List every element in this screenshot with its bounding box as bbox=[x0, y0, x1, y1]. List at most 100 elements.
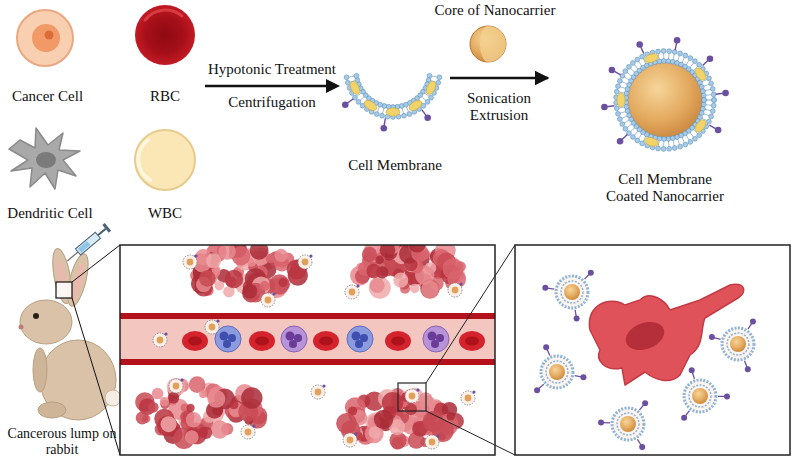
dendritic-cell-icon-part bbox=[9, 128, 80, 189]
cancer-cell-icon-part bbox=[45, 31, 54, 40]
cell-membrane-icon-part bbox=[362, 98, 378, 112]
tissue-panel-part-part-part bbox=[370, 278, 385, 293]
tissue-panel-part-part-part bbox=[225, 270, 243, 288]
tissue-panel-part-part bbox=[286, 332, 295, 341]
coated-nanocarrier-icon-part bbox=[707, 119, 712, 124]
cell-membrane-icon-part bbox=[432, 76, 438, 78]
zoom-panel-part-part-part bbox=[556, 276, 588, 308]
zoom-panel-part-part bbox=[534, 270, 756, 450]
coated-nanocarrier-icon-part bbox=[634, 64, 638, 69]
tissue-panel-part-part bbox=[459, 331, 485, 351]
rbc-icon-part bbox=[145, 10, 182, 20]
tissue-panel-part-part bbox=[465, 337, 479, 346]
coated-nanocarrier-icon-part bbox=[693, 118, 708, 134]
coated-nanocarrier-icon-part bbox=[701, 102, 706, 107]
core-stage: Core of Nanocarrier bbox=[425, 2, 565, 68]
tissue-panel-part-part-part bbox=[374, 410, 393, 429]
rabbit-figure bbox=[19, 245, 122, 455]
syringe-icon bbox=[64, 223, 111, 265]
tissue-panel-part-part bbox=[347, 437, 354, 444]
coated-nanocarrier-icon-part bbox=[706, 94, 712, 96]
zoom-panel-part-part bbox=[589, 284, 743, 385]
coated-nanocarrier-icon-part bbox=[672, 146, 677, 151]
zoom-panel-part-part-part bbox=[547, 349, 550, 355]
wbc-icon bbox=[135, 130, 195, 190]
tissue-panel-part-part-part bbox=[369, 277, 391, 299]
cell-membrane-icon-part bbox=[422, 96, 426, 100]
cell-type: RBC bbox=[125, 5, 205, 105]
cell-membrane-icon bbox=[342, 73, 442, 131]
tissue-panel-part-part bbox=[425, 435, 439, 449]
coated-nanocarrier-icon-part bbox=[678, 55, 680, 61]
coated-nanocarrier-icon-part bbox=[702, 98, 707, 103]
node-label: RBC bbox=[150, 88, 180, 105]
zoom-panel-part-part-part bbox=[564, 284, 580, 300]
tissue-panel-part-part bbox=[336, 388, 464, 450]
coated-nanocarrier-icon-part bbox=[624, 104, 629, 109]
syringe-icon-part bbox=[98, 229, 106, 235]
cell-membrane-icon-part bbox=[407, 112, 412, 117]
tissue-panel-part-part-part bbox=[199, 390, 207, 398]
tissue-panel-part-part-part bbox=[362, 247, 377, 262]
tissue-panel-part-part-part bbox=[229, 400, 238, 409]
tissue-panel-part-part bbox=[452, 287, 459, 294]
coated-nanocarrier-icon-part bbox=[674, 37, 681, 44]
tissue-panel-part-part-part bbox=[219, 245, 236, 260]
tissue-panel-part-part-part bbox=[152, 388, 164, 400]
tissue-panel-part-part bbox=[241, 425, 255, 439]
tissue-panel-part-part bbox=[405, 389, 419, 403]
tissue-panel-part-part bbox=[190, 245, 308, 302]
cell-membrane-icon-part bbox=[382, 108, 383, 114]
syringe-icon-part bbox=[67, 252, 78, 261]
tissue-panel-part bbox=[398, 383, 426, 411]
tissue-panel-part-part-part bbox=[269, 274, 289, 294]
tissue-panel-part-part-part bbox=[242, 284, 257, 299]
coated-nanocarrier-icon-part bbox=[666, 136, 671, 141]
coated-nanocarrier-icon-part bbox=[627, 72, 632, 76]
cell-membrane-icon-part bbox=[360, 96, 364, 100]
coated-nanocarrier-icon-part bbox=[704, 84, 710, 86]
coated-nanocarrier-icon-part bbox=[715, 127, 722, 134]
coated-nanocarrier-icon-part bbox=[704, 114, 710, 116]
coated-nanocarrier-icon-part bbox=[661, 147, 666, 152]
coated-nanocarrier-icon-part bbox=[678, 139, 680, 145]
coated-nanocarrier-icon-part bbox=[657, 59, 662, 64]
tissue-panel-part-part-part bbox=[168, 392, 180, 404]
tissue-panel-part-part-part bbox=[200, 427, 213, 440]
tissue-panel bbox=[120, 235, 515, 455]
coated-nanocarrier-icon-part bbox=[697, 62, 702, 67]
coated-nanocarrier-icon-part bbox=[614, 106, 619, 111]
cell-membrane-icon-part bbox=[402, 113, 407, 118]
coated-nanocarrier-icon-part bbox=[693, 136, 698, 141]
tissue-panel-part-part bbox=[216, 319, 219, 322]
zoom-panel-part-part-part bbox=[574, 316, 580, 322]
zoom-panel-part-part-part bbox=[685, 411, 689, 417]
tissue-panel-part-part bbox=[391, 337, 405, 346]
tissue-panel-part-part bbox=[355, 340, 363, 348]
tissue-panel-part-part bbox=[272, 292, 275, 295]
zoom-panel-part-part-part bbox=[714, 338, 721, 340]
coated-nanocarrier-icon-part bbox=[705, 109, 711, 110]
tissue-panel-part-part-part bbox=[266, 254, 275, 263]
tissue-panel-part-part bbox=[315, 389, 322, 396]
cell-membrane-icon-part bbox=[437, 75, 442, 80]
process-arrow bbox=[205, 79, 340, 93]
coated-nanocarrier-icon-part bbox=[672, 50, 677, 55]
tissue-panel-part-part-part bbox=[160, 397, 169, 406]
tissue-panel-part bbox=[120, 313, 495, 319]
tissue-panel-part-part-part bbox=[275, 249, 288, 262]
tissue-panel-part-part bbox=[249, 331, 275, 351]
tissue-panel-part-part-part bbox=[336, 413, 357, 434]
coated-nanocarrier-icon-part bbox=[711, 92, 716, 97]
coated-nanocarrier-icon-part bbox=[663, 53, 664, 59]
tissue-panel-part-part-part bbox=[250, 245, 269, 260]
coated-nanocarrier-icon-part bbox=[622, 82, 628, 84]
coated-nanocarrier-icon-part bbox=[683, 53, 688, 58]
coated-nanocarrier-icon-part bbox=[678, 51, 683, 56]
process-arrow bbox=[450, 77, 548, 80]
coated-nanocarrier-icon-part bbox=[667, 146, 672, 151]
cell-membrane-icon-part bbox=[374, 112, 379, 117]
cell-membrane-icon-part bbox=[425, 100, 430, 105]
coated-nanocarrier-icon-part bbox=[688, 56, 693, 61]
